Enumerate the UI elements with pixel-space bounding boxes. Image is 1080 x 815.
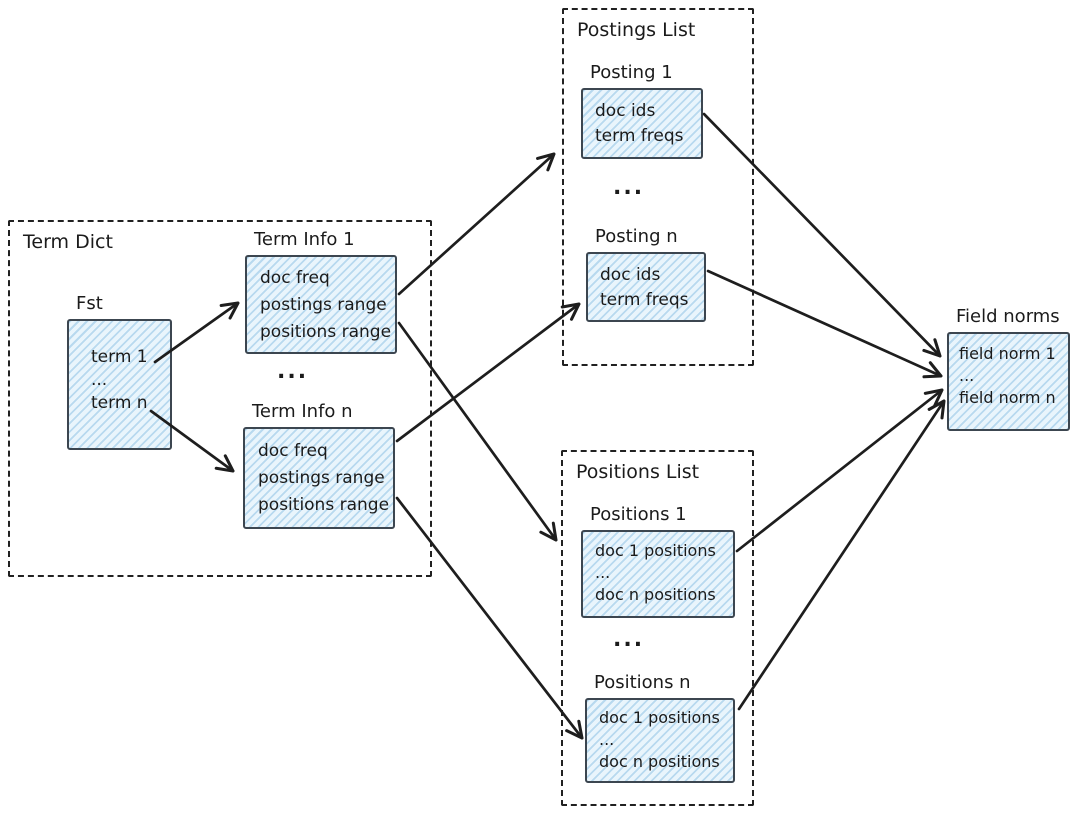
node-posting-1: Posting 1 doc ids term freqs: [581, 62, 703, 159]
node-term-info-n-label: Term Info n: [252, 401, 353, 422]
field-norm-n: field norm n: [959, 388, 1056, 407]
positions-n-doc-n-positions: doc n positions: [599, 752, 720, 771]
fst-term-n: term n: [91, 393, 148, 413]
fst-ellipsis: ...: [91, 370, 108, 390]
posting-1-term-freqs: term freqs: [595, 126, 684, 146]
node-positions-1-box: doc 1 positions ... doc n positions: [581, 530, 735, 618]
node-fst: Fst term 1 ... term n: [67, 293, 172, 450]
term-info-1-doc-freq: doc freq: [260, 268, 330, 288]
node-fst-box: term 1 ... term n: [67, 319, 172, 450]
posting-n-doc-ids: doc ids: [600, 265, 661, 285]
positions-1-doc-1-positions: doc 1 positions: [595, 541, 716, 560]
field-norm-1: field norm 1: [959, 344, 1056, 363]
node-term-info-1: Term Info 1 doc freq postings range posi…: [245, 229, 397, 354]
ellipsis-between-positions: ...: [613, 627, 645, 652]
positions-n-doc-1-positions: doc 1 positions: [599, 708, 720, 727]
term-info-1-postings-range: postings range: [260, 295, 387, 315]
node-posting-n-box: doc ids term freqs: [586, 252, 706, 322]
positions-n-ellipsis: ...: [599, 730, 615, 749]
node-posting-1-box: doc ids term freqs: [581, 88, 703, 159]
field-norms-ellipsis: ...: [959, 366, 975, 385]
node-field-norms-label: Field norms: [956, 306, 1060, 327]
node-positions-n: Positions n doc 1 positions ... doc n po…: [585, 672, 735, 783]
term-info-n-doc-freq: doc freq: [258, 441, 328, 461]
fst-term-1: term 1: [91, 347, 148, 367]
term-info-n-postings-range: postings range: [258, 468, 385, 488]
term-info-1-positions-range: positions range: [260, 322, 392, 342]
positions-1-doc-n-positions: doc n positions: [595, 585, 716, 604]
node-field-norms-box: field norm 1 ... field norm n: [947, 332, 1070, 431]
node-field-norms: Field norms field norm 1 ... field norm …: [947, 306, 1070, 431]
node-positions-1: Positions 1 doc 1 positions ... doc n po…: [581, 504, 735, 618]
posting-n-term-freqs: term freqs: [600, 290, 689, 310]
arrow-positions-1-to-field-norms: [735, 388, 944, 553]
group-postings-list-label: Postings List: [577, 19, 696, 41]
group-term-dict-label: Term Dict: [23, 231, 113, 253]
positions-1-ellipsis: ...: [595, 563, 611, 582]
node-posting-1-label: Posting 1: [590, 62, 673, 83]
term-info-n-positions-range: positions range: [258, 495, 390, 515]
node-positions-1-label: Positions 1: [590, 504, 687, 525]
node-posting-n-label: Posting n: [595, 226, 678, 247]
group-positions-list-label: Positions List: [576, 461, 700, 483]
ellipsis-between-postings: ...: [613, 175, 645, 200]
node-posting-n: Posting n doc ids term freqs: [586, 226, 706, 322]
node-term-info-n-box: doc freq postings range positions range: [243, 427, 395, 529]
node-fst-label: Fst: [76, 293, 103, 314]
node-term-info-1-label: Term Info 1: [254, 229, 355, 250]
ellipsis-between-term-infos: ...: [277, 359, 309, 384]
node-positions-n-label: Positions n: [594, 672, 691, 693]
node-positions-n-box: doc 1 positions ... doc n positions: [585, 698, 735, 783]
node-term-info-n: Term Info n doc freq postings range posi…: [243, 401, 395, 529]
posting-1-doc-ids: doc ids: [595, 101, 656, 121]
arrow-positions-n-to-field-norms: [737, 399, 946, 711]
node-term-info-1-box: doc freq postings range positions range: [245, 255, 397, 354]
